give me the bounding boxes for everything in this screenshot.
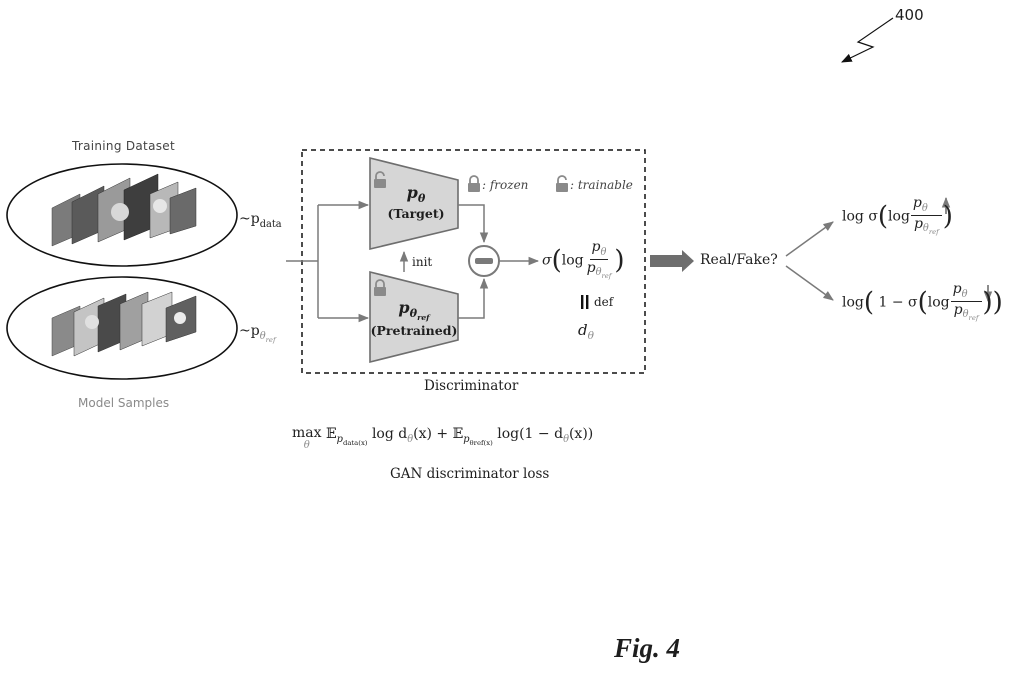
discriminator-label: Discriminator xyxy=(424,378,518,394)
def-label: def xyxy=(594,295,613,309)
model-sample-images-stack xyxy=(52,292,196,356)
thick-output-arrow xyxy=(650,250,694,272)
equivalence-bar-1 xyxy=(581,295,583,309)
training-dataset-label: Training Dataset xyxy=(72,139,175,153)
pretrained-label: pθref (Pretrained) xyxy=(370,298,458,338)
branch-arrow-top xyxy=(786,222,833,256)
sigma-log-ratio: σ(logpθpθref) xyxy=(542,240,625,281)
minus-circle-icon xyxy=(469,246,499,276)
output-fake-term: log( 1 − σ(logpθpθref)) xyxy=(842,282,1003,323)
loss-caption: GAN discriminator loss xyxy=(390,466,549,482)
reference-number: 400 xyxy=(895,6,924,24)
gan-loss-equation: maxθ 𝔼pdata(x) log dθ(x) + 𝔼pθref(x) log… xyxy=(292,426,593,451)
legend-trainable: : trainable xyxy=(570,178,633,192)
real-fake-label: Real/Fake? xyxy=(700,252,778,268)
figure-label: Fig. 4 xyxy=(614,633,680,664)
target-label: pθ (Target) xyxy=(381,183,451,221)
legend-lock-icon xyxy=(468,176,480,192)
init-label: init xyxy=(412,255,432,269)
equivalence-bar-2 xyxy=(586,295,588,309)
p-ref-label: ~pθref xyxy=(239,323,276,344)
legend-unlock-icon xyxy=(556,176,568,192)
branch-arrow-bottom xyxy=(786,266,833,300)
d-theta-label: dθ xyxy=(578,321,594,342)
output-real-term: log σ(logpθpθref) xyxy=(842,196,953,237)
p-data-label: ~pdata xyxy=(239,211,282,230)
model-samples-label: Model Samples xyxy=(78,396,169,410)
legend-frozen: : frozen xyxy=(482,178,528,192)
training-images-stack xyxy=(52,174,196,246)
reference-arrow xyxy=(842,18,893,62)
